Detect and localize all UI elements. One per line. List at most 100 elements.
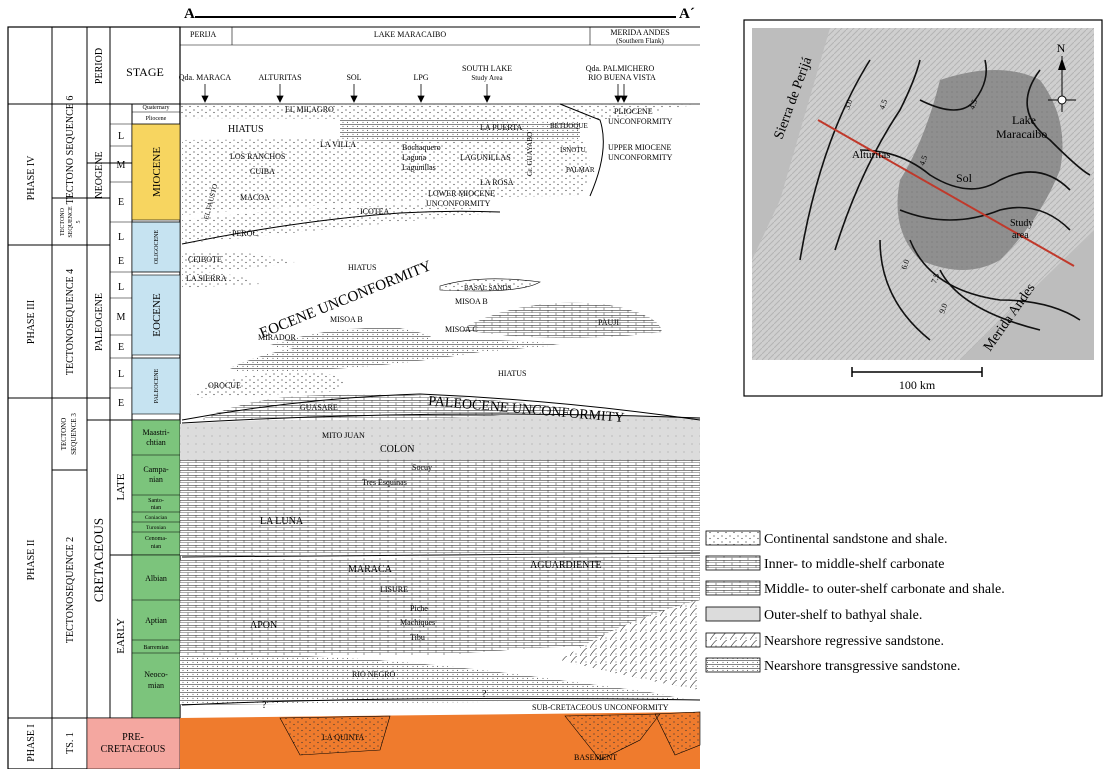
lower-miocene-unconf-1: LOWER MIOCENE [428, 189, 495, 198]
phase-i-label: PHASE I [26, 724, 37, 762]
precretaceous-label-b: CRETACEOUS [101, 744, 166, 755]
cretaceous-label: CRETACEOUS [91, 518, 106, 602]
tectono-4-label: TECTONOSEQUENCE 4 [65, 269, 76, 375]
map-sol: Sol [956, 171, 973, 185]
pliocene-label: Pliocene [146, 116, 167, 122]
phase-iv-label: PHASE IV [26, 155, 37, 201]
rio-negro-label: RIO NEGRO [352, 670, 396, 679]
legend-item-outer-shelf: Middle- to outer-shelf carbonate and sha… [706, 581, 1005, 597]
lisure-label: LISURE [380, 585, 408, 594]
santonian-b: nian [151, 505, 161, 511]
cuiba-label: CUIBA [250, 167, 275, 176]
paleocene-label: PALEOCENE [154, 368, 160, 403]
svg-text:Middle- to outer-shelf carbona: Middle- to outer-shelf carbonate and sha… [764, 582, 1005, 597]
map-study-2: area [1012, 230, 1029, 241]
tectono-6-label: TECTONO SEQUENCE 6 [65, 96, 76, 205]
subcret-unconf: SUB-CRETACEOUS UNCONFORMITY [532, 703, 669, 712]
svg-text:Outer-shelf to bathyal shale.: Outer-shelf to bathyal shale. [764, 608, 922, 623]
la-puerta-unit [340, 119, 580, 141]
la-sierra-label: LA SIERRA [186, 274, 227, 283]
pliocene-unconf-2: UNCONFORMITY [608, 117, 673, 126]
paleo-l: L [118, 369, 124, 380]
eocene-m: M [117, 312, 126, 323]
cenomanian-b: nian [151, 544, 161, 550]
upper-miocene-unconf-1: UPPER MIOCENE [608, 143, 671, 152]
peroc-label: PEROC [232, 229, 258, 238]
la-luna-unit [180, 460, 700, 556]
well-buena-vista: RIO BUENA VISTA [588, 73, 656, 82]
oligo-e: E [118, 256, 124, 267]
eocene-e: E [118, 342, 124, 353]
well-sol: SOL [346, 73, 361, 82]
well-arrows [202, 84, 627, 102]
cenomanian-a: Cenoma- [145, 536, 167, 542]
coniacian: Coniacian [145, 515, 168, 521]
misoa-b-label: MISOA B [455, 297, 488, 306]
la-luna-label: LA LUNA [260, 516, 304, 527]
phase-ii-label: PHASE II [26, 540, 37, 581]
icotea-label: ICOTEA [360, 207, 390, 216]
legend-item-regressive: Nearshore regressive sandstone. [706, 633, 944, 649]
legend-item-continental: Continental sandstone and shale. [706, 531, 948, 547]
la-rosa-label: LA ROSA [480, 178, 514, 187]
region-perija: PERIJA [190, 30, 216, 39]
piche-label: Piche [410, 604, 428, 613]
paleogene-label: PALEOGENE [94, 293, 105, 351]
maastrichtian-a: Maastri- [142, 428, 169, 437]
mito-juan-label: MITO JUAN [322, 431, 365, 440]
region-lake: LAKE MARACAIBO [374, 30, 446, 39]
cebote-label: CEIBOTE [188, 255, 222, 264]
legend: Continental sandstone and shale. Inner- … [706, 531, 1005, 674]
eocene-label: EOCENE [151, 293, 163, 337]
phase-iii-label: PHASE III [26, 300, 37, 344]
period-header: PERIOD [94, 48, 105, 84]
tres-esquinas-label: Tres Esquinas [362, 478, 407, 487]
legend-item-transgressive: Nearshore transgressive sandstone. [706, 658, 960, 674]
eocene-l: L [118, 282, 124, 293]
map-lake-2: Maracaibo [996, 127, 1047, 141]
aguardiente-label: AGUARDIENTE [530, 560, 602, 571]
orocue-label: OROCUE [208, 381, 241, 390]
svg-text:Nearshore transgressive sandst: Nearshore transgressive sandstone. [764, 659, 960, 674]
apon-label: APON [250, 620, 277, 631]
stage-header: STAGE [126, 65, 164, 79]
campanian-b: nian [149, 475, 163, 484]
maastrichtian-b: chtian [146, 438, 166, 447]
basement-label: BASEMENT [574, 753, 617, 762]
legend-item-bathyal: Outer-shelf to bathyal shale. [706, 607, 922, 623]
lower-miocene-unconf-2: UNCONFORMITY [426, 199, 491, 208]
map-alturitas: Alturitas [852, 149, 891, 161]
santonian-a: Santo- [148, 498, 164, 504]
basal-sands-label: BASAL SANDS [464, 284, 511, 292]
neogene-e: E [118, 197, 124, 208]
neocomian-b: mian [148, 681, 164, 690]
aptian: Aptian [145, 616, 167, 625]
location-map: Sierra de Perijá Lake Maracaibo Alturita… [744, 20, 1102, 396]
tectono-5-label-a: TECTONO [60, 207, 66, 236]
tectono-5-label-b: SEQUENCE [68, 206, 74, 238]
turonian: Turonian [146, 525, 166, 531]
well-maraca: Qda. MARACA [179, 73, 232, 82]
lagunillas-label: LAGUNILLAS [460, 153, 511, 162]
early-label: EARLY [115, 618, 127, 654]
question-mark-2: ? [262, 700, 267, 711]
macoa-label: MACOA [240, 193, 270, 202]
colon-label: COLON [380, 444, 414, 455]
ts-1-label: TS. 1 [65, 732, 76, 754]
upper-miocene-unconf-2: UNCONFORMITY [608, 153, 673, 162]
campanian-a: Campa- [143, 465, 169, 474]
well-lpg: LPG [413, 73, 428, 82]
legend-item-inner-shelf: Inner- to middle-shelf carbonate [706, 556, 944, 572]
oligo-l: L [118, 232, 124, 243]
maraca-label: MARACA [348, 564, 393, 575]
paleo-e: E [118, 398, 124, 409]
eocene-unconf: EOCENE UNCONFORMITY [258, 258, 435, 342]
tectono-2-label: TECTONOSEQUENCE 2 [65, 537, 76, 643]
tectono-5-label-c: 5 [76, 221, 82, 224]
svg-text:Nearshore regressive sandstone: Nearshore regressive sandstone. [764, 634, 944, 649]
lagunillas-small-label: Lagunillas [402, 163, 436, 172]
pliocene-unconf-1: PLIOCENE [614, 107, 653, 116]
palmar-label: PALMAR [566, 166, 595, 174]
region-andes-sub: (Southern Flank) [616, 37, 664, 45]
